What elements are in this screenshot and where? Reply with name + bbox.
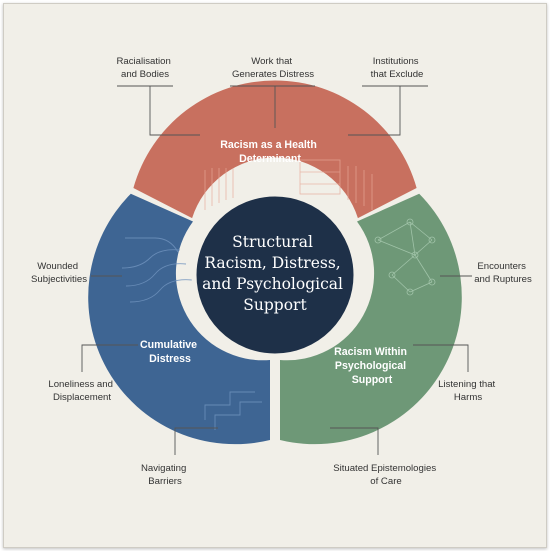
label-situated-epistemologies-of-care: Situated Epistemologies of Care	[333, 463, 439, 487]
center-title-line: and Psychological	[202, 275, 343, 293]
segment-title-line: Distress	[149, 353, 191, 365]
segment-title-line: Determinant	[239, 153, 301, 165]
center-title-line: Racism, Distress,	[204, 254, 340, 272]
label-work-that-generates-distress: Work that Generates Distress	[232, 56, 314, 80]
label-wounded-subjectivities: Wounded Subjectivities	[31, 261, 87, 285]
architecture-pattern	[204, 159, 373, 210]
segment-cumulative-distress	[88, 193, 271, 445]
connector-lines	[81, 85, 472, 455]
segment-title-support: Racism Within Psychological Support	[334, 346, 410, 386]
network-pattern	[374, 218, 436, 296]
segment-title-line: Psychological	[335, 360, 406, 372]
label-racialisation-and-bodies: Racialisation and Bodies	[116, 56, 173, 80]
label-listening-that-harms: Listening that Harms	[438, 379, 498, 403]
center-circle	[191, 191, 359, 359]
segment-title-line: Cumulative	[140, 339, 197, 351]
segment-title-line: Support	[352, 374, 393, 386]
segment-title-line: Racism as a Health	[220, 139, 317, 151]
center-title-line: Support	[243, 296, 307, 314]
winding-path-pattern	[121, 237, 262, 430]
segment-title-distress: Cumulative Distress	[140, 339, 200, 365]
center-title: Structural Racism, Distress, and Psychol…	[202, 233, 348, 314]
center-title-line: Structural	[232, 233, 313, 251]
segment-racism-within-support	[280, 193, 462, 445]
label-navigating-barriers: Navigating Barriers	[141, 463, 189, 487]
segment-health-determinant	[133, 80, 417, 219]
segment-title-line: Racism Within	[334, 346, 407, 358]
label-loneliness-and-displacement: Loneliness and Displacement	[48, 379, 115, 403]
label-institutions-that-exclude: Institutions that Exclude	[371, 56, 424, 80]
label-encounters-and-ruptures: Encounters and Ruptures	[474, 261, 532, 285]
segment-title-health: Racism as a Health Determinant	[220, 139, 320, 165]
